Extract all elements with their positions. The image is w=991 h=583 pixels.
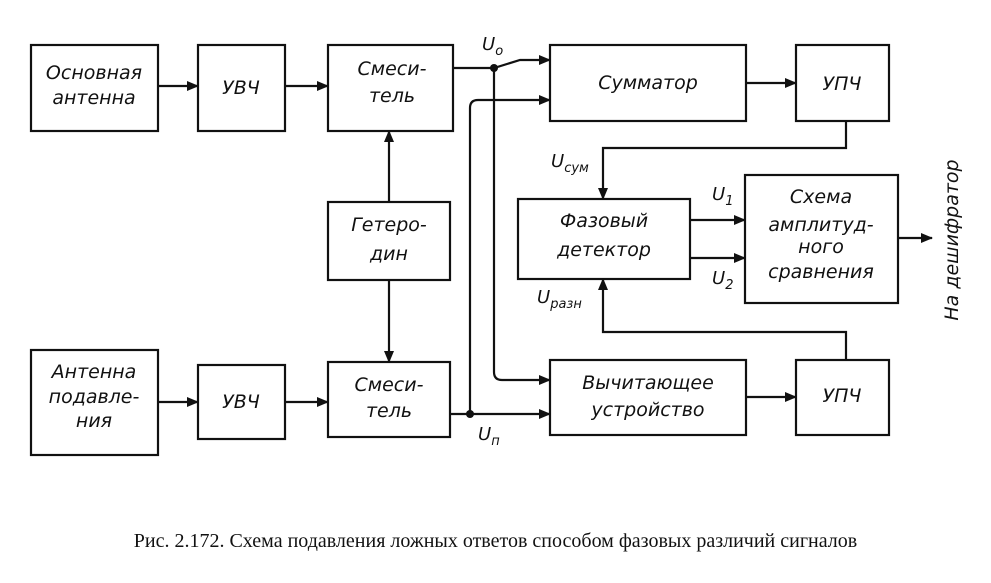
mixer-bottom-line-2: тель bbox=[366, 400, 412, 422]
rf-amplifier-top-label: УВЧ bbox=[222, 77, 260, 99]
phase-detector-line-1: Фазовый bbox=[560, 210, 648, 232]
comparator-line-4: сравнения bbox=[768, 261, 874, 283]
phase-detector-line-2: детектор bbox=[556, 239, 651, 261]
block-subtractor: Вычитающее устройство bbox=[548, 358, 748, 437]
block-rf-amplifier-bottom: УВЧ bbox=[196, 363, 287, 441]
mixer-top-line-1: Смеси- bbox=[358, 58, 427, 80]
signal-u2: U2 bbox=[712, 268, 733, 293]
main-antenna-line-1: Основная bbox=[46, 62, 142, 84]
suppression-antenna-line-1: Антенна bbox=[50, 361, 137, 383]
wire-sum-to-phase-detector bbox=[598, 121, 848, 200]
adder-label: Сумматор bbox=[598, 72, 698, 94]
signal-u-p: Uп bbox=[478, 424, 500, 449]
mixer-top-line-2: тель bbox=[369, 85, 415, 107]
block-local-oscillator: Гетеро- дин bbox=[326, 200, 452, 282]
if-amplifier-bottom-label: УПЧ bbox=[823, 385, 862, 407]
wire-diff-to-phase-detector bbox=[598, 278, 848, 360]
wire-u-p-to-adder bbox=[468, 95, 551, 414]
signal-u1: U1 bbox=[712, 184, 733, 209]
main-antenna-line-2: антенна bbox=[52, 87, 135, 109]
oscillator-line-2: дин bbox=[369, 243, 408, 265]
subtractor-line-2: устройство bbox=[590, 399, 704, 421]
block-amplitude-comparator: Схема амплитуд- ного сравнения bbox=[743, 173, 900, 305]
figure-caption: Рис. 2.172. Схема подавления ложных отве… bbox=[133, 530, 858, 552]
block-main-antenna: Основная антенна bbox=[29, 43, 160, 133]
block-adder: Сумматор bbox=[548, 43, 748, 123]
block-if-amplifier-top: УПЧ bbox=[794, 43, 891, 123]
signal-u-sum: Uсум bbox=[551, 151, 589, 176]
if-amplifier-top-label: УПЧ bbox=[823, 73, 862, 95]
suppression-antenna-line-3: ния bbox=[76, 410, 112, 432]
block-mixer-bottom: Смеси- тель bbox=[326, 360, 452, 439]
block-if-amplifier-bottom: УПЧ bbox=[794, 358, 891, 437]
comparator-line-3: ного bbox=[798, 236, 844, 258]
wire-mixer-top-to-adder bbox=[453, 55, 551, 70]
comparator-line-2: амплитуд- bbox=[768, 214, 873, 236]
wire-u-o-to-subtractor bbox=[492, 68, 551, 385]
signal-u-diff: Uразн bbox=[537, 287, 582, 312]
mixer-bottom-line-1: Смеси- bbox=[355, 374, 424, 396]
suppression-antenna-line-2: подавле- bbox=[49, 386, 140, 408]
block-suppression-antenna: Антенна подавле- ния bbox=[29, 348, 160, 457]
subtractor-line-1: Вычитающее bbox=[582, 372, 714, 394]
rf-amplifier-bottom-label: УВЧ bbox=[222, 391, 260, 413]
signal-u-o: Uo bbox=[482, 34, 503, 59]
comparator-line-1: Схема bbox=[790, 186, 852, 208]
output-label-to-decoder: На дешифратор bbox=[941, 159, 963, 320]
block-phase-detector: Фазовый детектор bbox=[516, 197, 692, 281]
oscillator-line-1: Гетеро- bbox=[351, 214, 427, 236]
block-mixer-top: Смеси- тель bbox=[326, 43, 455, 133]
block-rf-amplifier-top: УВЧ bbox=[196, 43, 287, 133]
